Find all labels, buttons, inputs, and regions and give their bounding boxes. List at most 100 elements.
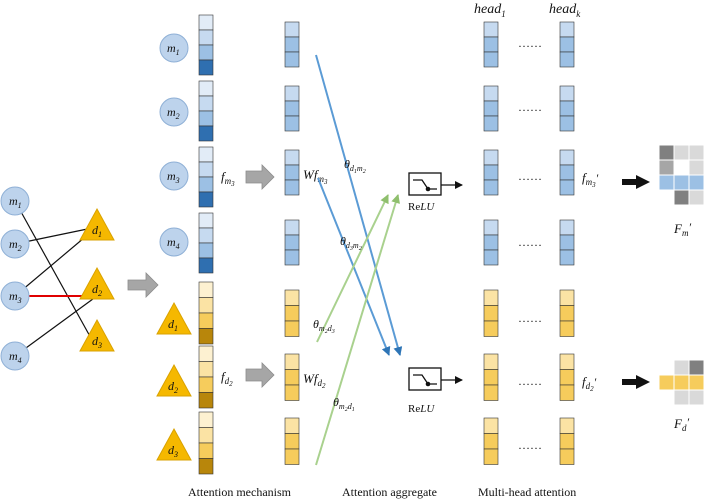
matrix-cell: [673, 174, 690, 191]
svg-text:d2: d2: [92, 282, 102, 298]
bar-cell: [483, 164, 499, 181]
graph-node-m1: m1: [0, 186, 30, 216]
node-symbol: m: [167, 235, 176, 249]
graph-edge: [14, 295, 98, 357]
bar-cell: [198, 161, 214, 178]
projected-bar-m: [483, 219, 499, 266]
bar-cell: [198, 458, 214, 475]
bar-cell: [284, 249, 300, 266]
bar-cell: [559, 448, 575, 465]
bar-cell: [559, 115, 575, 132]
projected-bar-d: [284, 289, 300, 337]
matrix-cell: [658, 189, 675, 206]
bar-cell: [284, 51, 300, 68]
label-fd2-prime: fd2′: [582, 374, 597, 393]
matrix-cell: [673, 144, 690, 161]
graph-node-d2: d2: [79, 266, 115, 300]
bar-cell: [559, 100, 575, 117]
bar-cell: [198, 392, 214, 409]
bar-cell: [198, 59, 214, 76]
bar-cell: [198, 80, 214, 97]
ellipsis: ……: [518, 36, 542, 50]
bar-cell: [198, 44, 214, 61]
column-node-d2: d2: [156, 363, 192, 397]
label-f-m3: fm3: [221, 169, 235, 188]
node-subscript: 1: [98, 230, 102, 239]
caption-attention-aggregate: Attention aggregate: [342, 485, 437, 499]
bar-cell: [284, 320, 300, 337]
node-symbol: m: [9, 289, 18, 303]
bar-cell: [483, 149, 499, 166]
bar-cell: [483, 417, 499, 434]
relu-prefix: Re: [408, 403, 420, 415]
label-wf-d2: Wfd2: [303, 371, 326, 390]
label-head-k: headk: [549, 2, 581, 19]
projected-bar-m: [483, 149, 499, 196]
node-symbol: d: [92, 334, 99, 348]
projected-bar-d: [483, 353, 499, 401]
label-theta-d3m2: θd3m2: [340, 234, 362, 252]
caption-multi-head-attention: Multi-head attention: [478, 485, 576, 499]
bar-cell: [198, 176, 214, 193]
graph-node-m2: m2: [0, 229, 30, 259]
svg-text:m4: m4: [167, 235, 180, 251]
projected-bar-m: [284, 85, 300, 132]
projected-bar-m: [483, 85, 499, 132]
projected-bar-d: [483, 417, 499, 465]
bar-cell: [559, 417, 575, 434]
node-subscript: 2: [98, 289, 102, 298]
feature-bar-m: [198, 146, 214, 208]
bar-cell: [284, 433, 300, 450]
feature-bar-m: [198, 14, 214, 76]
ellipsis: ……: [518, 374, 542, 388]
ellipsis: ……: [518, 311, 542, 325]
gray-block-arrow: [127, 272, 159, 298]
graph-node-d1: d1: [79, 207, 115, 241]
bar-cell: [198, 312, 214, 329]
bar-cell: [559, 289, 575, 306]
graph-edges: [14, 200, 98, 357]
node-symbol: m: [9, 349, 18, 363]
bar-cell: [483, 249, 499, 266]
node-symbol: m: [9, 194, 18, 208]
bar-cell: [284, 36, 300, 53]
bar-cell: [483, 433, 499, 450]
bar-cell: [284, 179, 300, 196]
bar-cell: [559, 353, 575, 370]
output-matrices: [658, 144, 705, 406]
black-arrow-bottom: [622, 375, 650, 389]
bar-cell: [198, 14, 214, 31]
bar-cell: [198, 361, 214, 378]
node-subscript: 1: [176, 48, 180, 57]
bar-cell: [284, 289, 300, 306]
bar-cell: [284, 219, 300, 236]
graph-node-d3: d3: [79, 318, 115, 352]
node-subscript: 3: [17, 296, 22, 305]
graph-node-m3: m3: [0, 281, 30, 311]
matrix-cell: [673, 374, 690, 391]
projected-bar-m: [284, 219, 300, 266]
matrix-cell: [688, 359, 705, 376]
feature-vector-bars: [198, 14, 575, 475]
bar-cell: [559, 179, 575, 196]
node-subscript: 4: [176, 242, 180, 251]
svg-text:ReLU: ReLU: [408, 201, 435, 213]
svg-text:d3: d3: [168, 443, 178, 459]
bar-cell: [284, 353, 300, 370]
projected-bar-d: [284, 353, 300, 401]
bar-cell: [198, 227, 214, 244]
matrix-cell: [658, 359, 675, 376]
svg-text:m2: m2: [9, 237, 22, 253]
node-symbol: d: [168, 443, 175, 457]
svg-text:m3: m3: [9, 289, 22, 305]
bar-cell: [284, 85, 300, 102]
bar-cell: [198, 191, 214, 208]
ellipsis: ……: [518, 100, 542, 114]
bar-cell: [198, 110, 214, 127]
bar-cell: [284, 164, 300, 181]
column-node-d3: d3: [156, 427, 192, 461]
bar-cell: [198, 281, 214, 298]
relu-suffix: LU: [419, 403, 435, 415]
bar-cell: [284, 305, 300, 322]
matrix-cell: [688, 174, 705, 191]
